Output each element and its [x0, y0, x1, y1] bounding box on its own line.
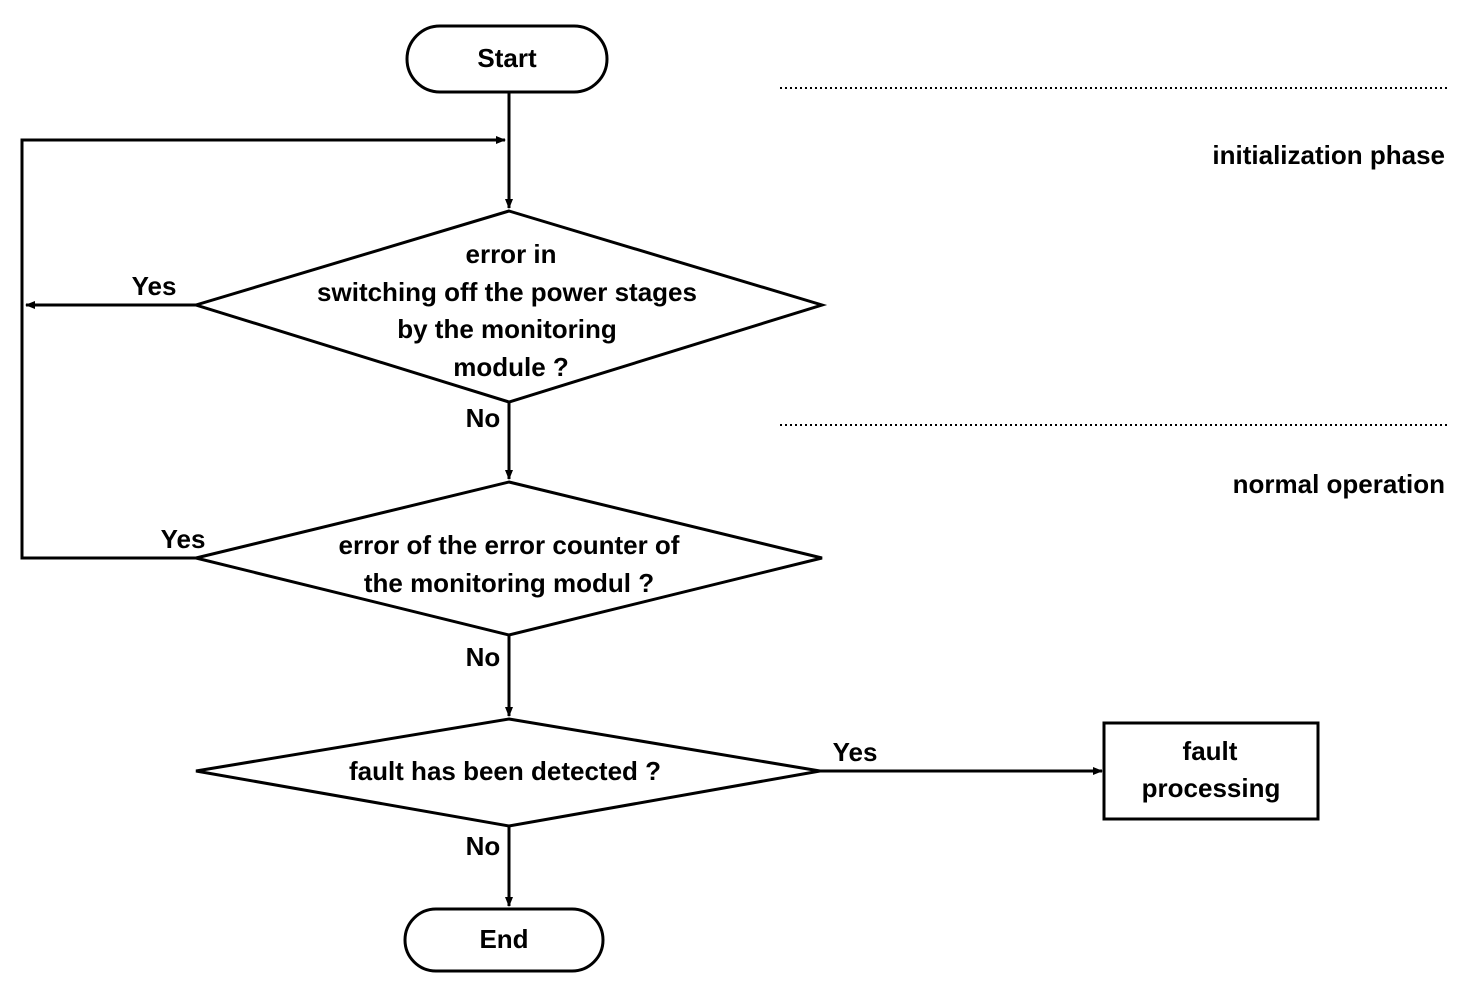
svg-text:error of the error counter of: error of the error counter of — [339, 530, 680, 560]
svg-text:fault: fault — [1183, 736, 1238, 766]
decision2: error of the error counter of the monito… — [195, 480, 823, 637]
svg-text:error in: error in — [465, 239, 556, 269]
phase-label-normal-operation: normal operation — [1233, 469, 1445, 499]
svg-text:fault has been detected ?: fault has been detected ? — [349, 756, 661, 786]
svg-text:End: End — [479, 924, 528, 954]
svg-text:the monitoring modul ?: the monitoring modul ? — [364, 568, 654, 598]
edge-feedback-loop — [20, 136, 506, 560]
end-node: End — [403, 907, 605, 973]
fault-processing-node: fault processing — [1102, 721, 1320, 821]
start-node: Start — [405, 24, 609, 94]
decision3: fault has been detected ? — [195, 717, 821, 828]
decision2-no-label: No — [466, 642, 501, 672]
svg-text:Start: Start — [477, 43, 537, 73]
svg-text:by the monitoring: by the monitoring — [397, 314, 617, 344]
decision1-no-label: No — [466, 403, 501, 433]
decision3-yes-label: Yes — [833, 737, 878, 767]
svg-text:switching off the power stages: switching off the power stages — [317, 277, 697, 307]
decision2-yes-label: Yes — [161, 524, 206, 554]
svg-text:processing: processing — [1142, 773, 1281, 803]
phase-label-initialization: initialization phase — [1212, 140, 1445, 170]
decision1: error in switching off the power stages … — [190, 209, 828, 404]
decision1-yes-label: Yes — [132, 271, 177, 301]
svg-text:module ?: module ? — [453, 352, 569, 382]
decision3-no-label: No — [466, 831, 501, 861]
